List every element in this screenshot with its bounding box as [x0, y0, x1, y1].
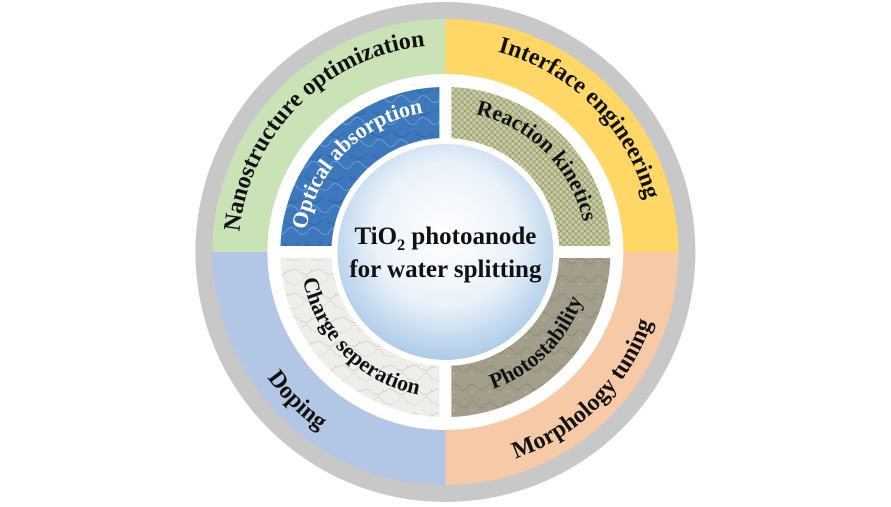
center-circle [337, 144, 554, 360]
center-title-line1: TiO2 photoanode [354, 223, 536, 254]
center-title-line2: for water splitting [349, 256, 542, 283]
